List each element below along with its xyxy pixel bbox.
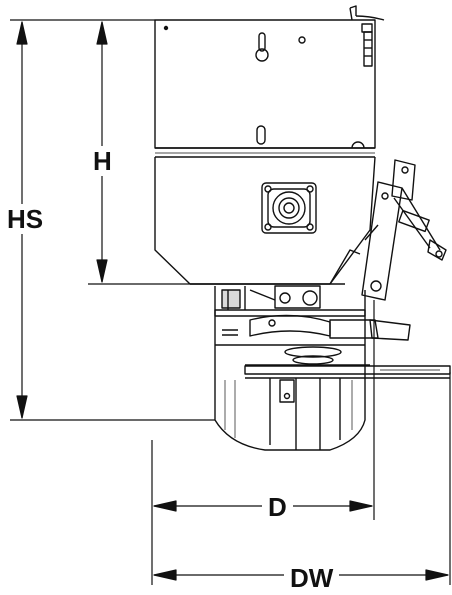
d-arrow-left xyxy=(153,500,177,512)
discharge-tray xyxy=(244,365,451,375)
hs-arrow-bottom xyxy=(16,395,28,419)
bearing-flange xyxy=(261,182,317,234)
hs-dimension-label: HS xyxy=(6,204,45,234)
h-dimension-label: H xyxy=(90,146,115,176)
hopper-lower-funnel xyxy=(154,156,376,285)
hs-arrow-top xyxy=(16,21,28,45)
d-dimension-label: D xyxy=(262,494,293,520)
dw-arrow-left xyxy=(153,569,177,581)
h-arrow-bottom xyxy=(96,259,108,283)
dimension-lines xyxy=(10,19,451,585)
dw-dimension-label: DW xyxy=(284,565,340,591)
side-linkage-arm xyxy=(329,159,447,301)
dw-arrow-right xyxy=(425,569,449,581)
feeder-mechanism xyxy=(214,285,451,451)
hopper-upper-body xyxy=(154,5,385,158)
d-arrow-right xyxy=(349,500,373,512)
h-arrow-top xyxy=(96,21,108,45)
